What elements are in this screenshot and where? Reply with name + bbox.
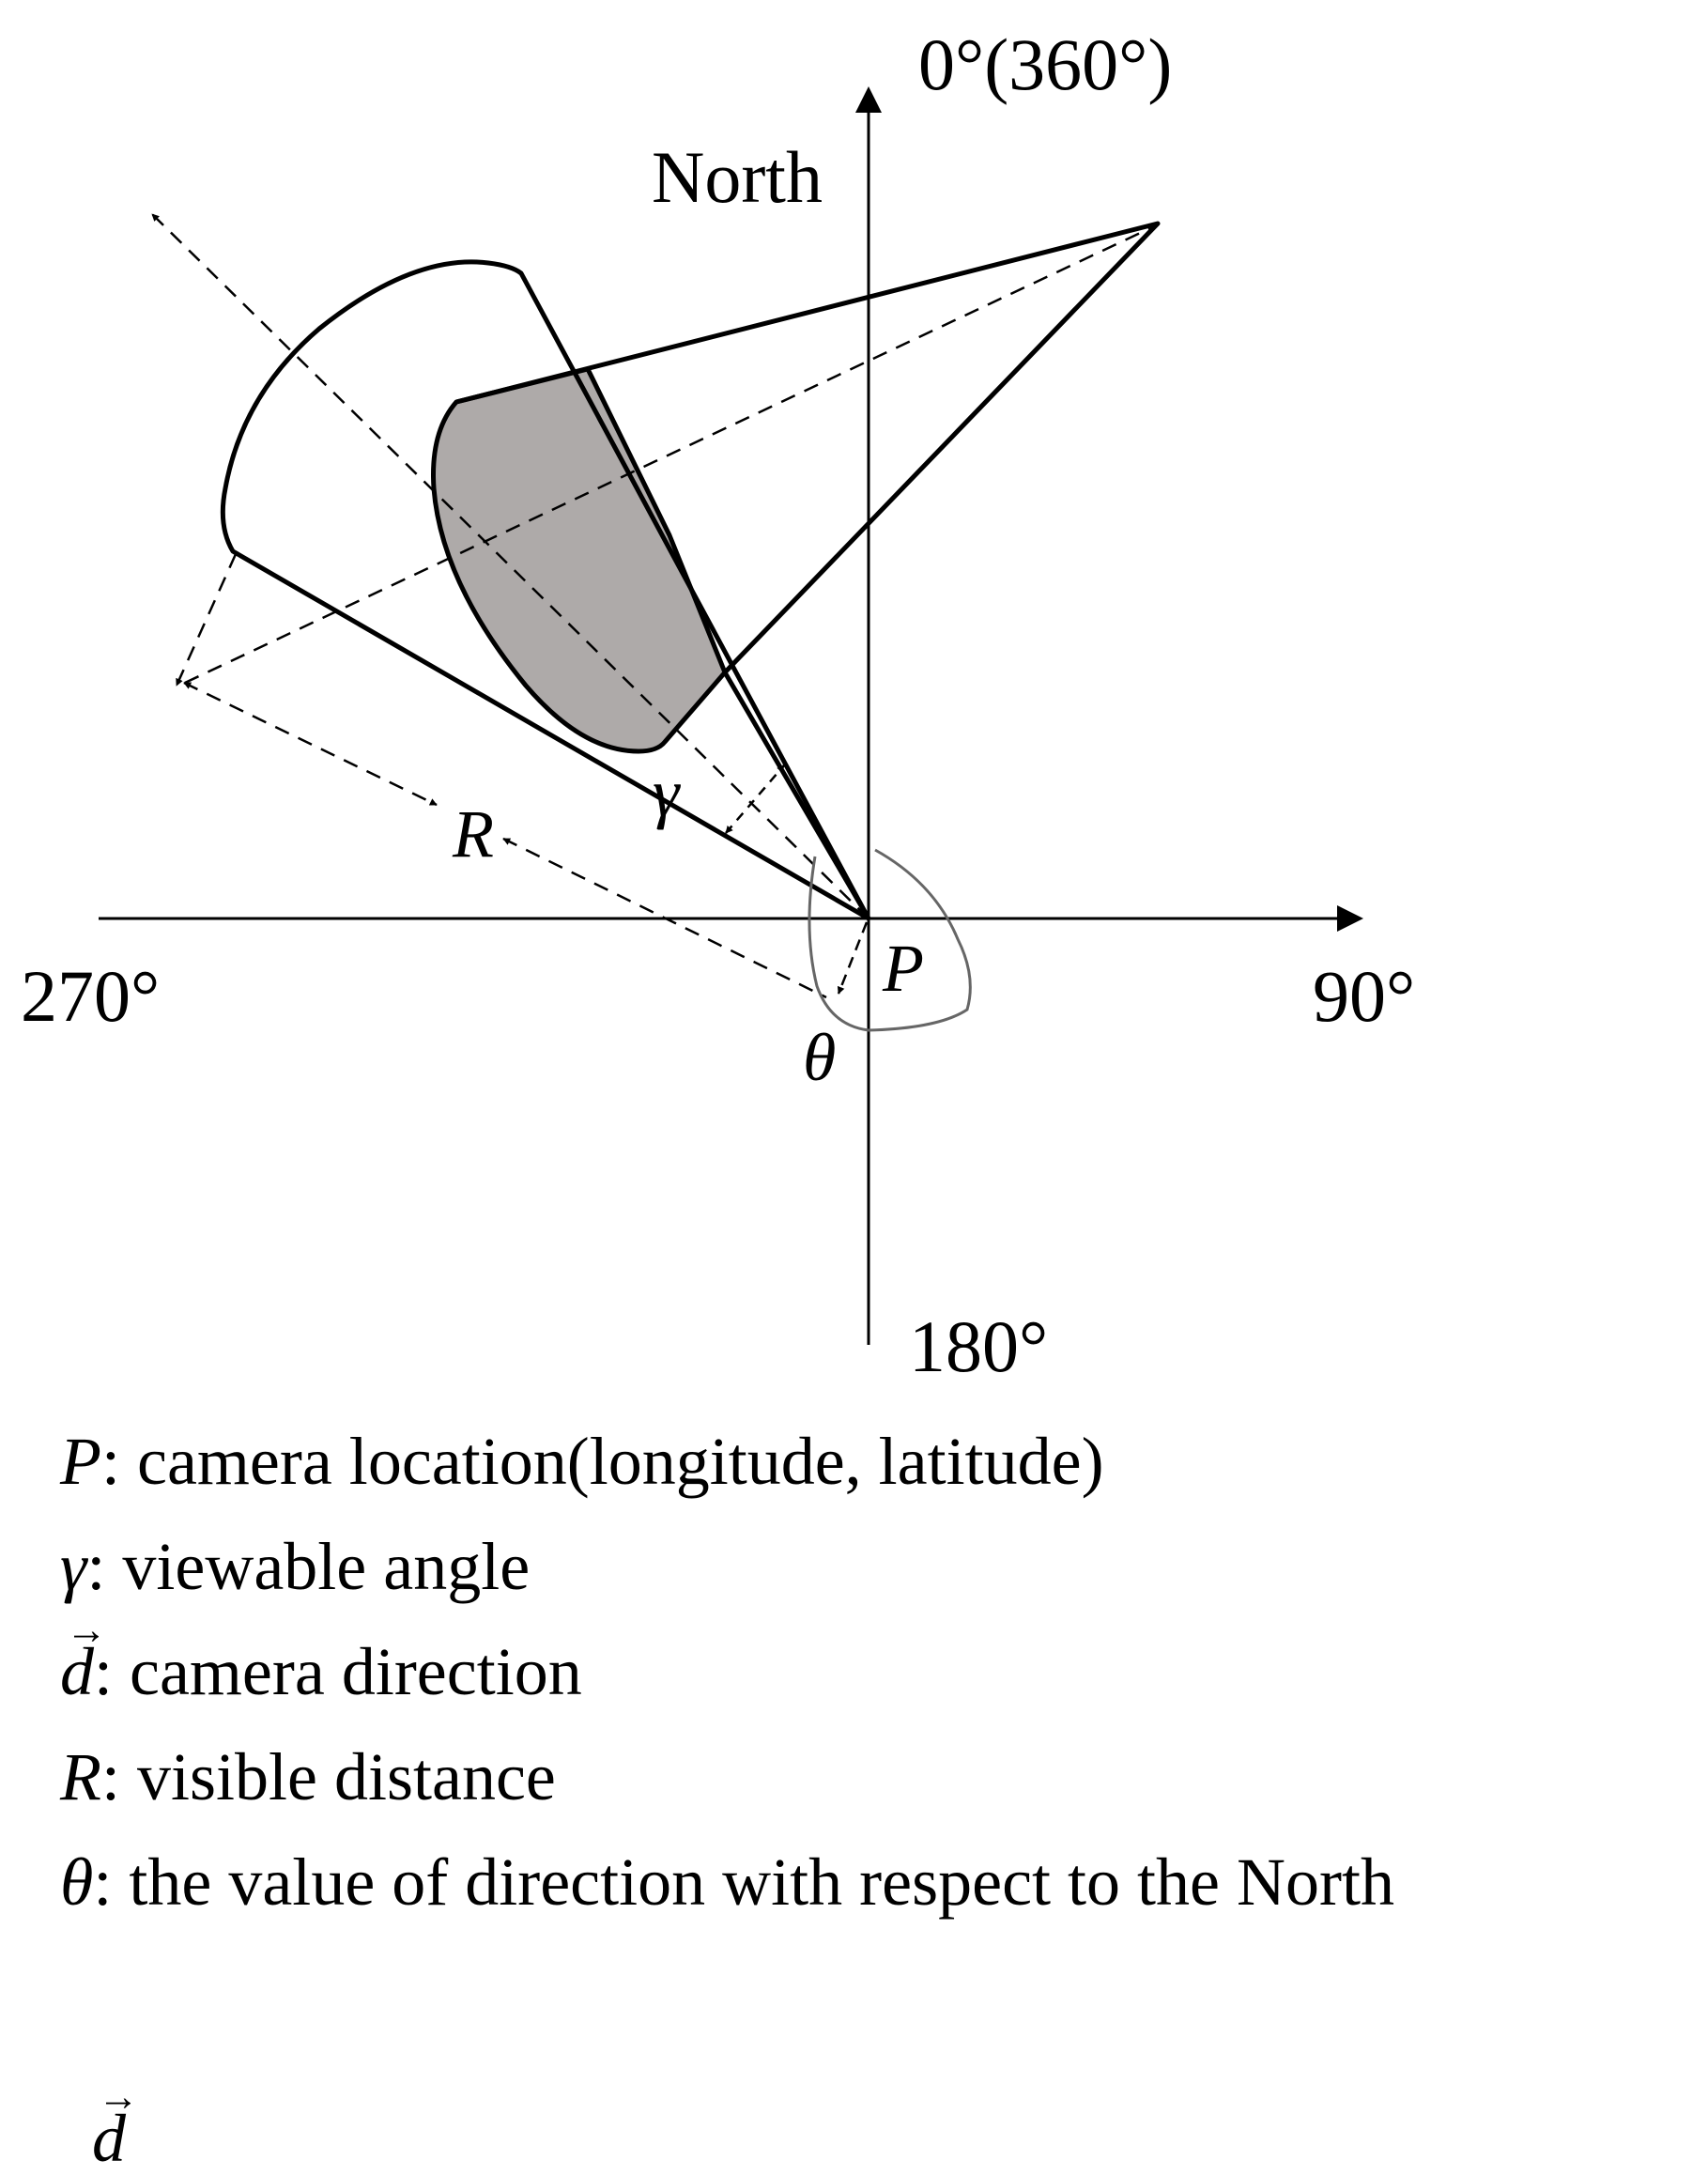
theta-arrow	[837, 921, 869, 995]
diagram-canvas	[99, 86, 1363, 1345]
axis-label-left: 270°	[21, 955, 161, 1037]
axis-label-bottom: 180°	[909, 1305, 1049, 1387]
direction-label: → d	[92, 2074, 139, 2176]
fov-fan-left	[220, 259, 871, 921]
distance-label: R	[453, 796, 494, 872]
gamma-measure	[725, 764, 785, 834]
r-measure-upper	[183, 681, 438, 807]
theta-label: θ	[803, 1020, 837, 1095]
theta-curve	[808, 848, 972, 1032]
vector-arrow-icon: →	[66, 1607, 107, 1653]
fan-edge-projection	[175, 553, 238, 687]
gamma-label: γ	[653, 755, 680, 830]
north-arrow-icon	[855, 86, 882, 113]
legend-item-location: P: camera location(longitude, latitude)	[60, 1424, 1104, 1499]
legend-item-theta: θ: the value of direction with respect t…	[60, 1844, 1394, 1920]
camera-fov-diagram: 0°(360°) North 90° 270° 180° → d γ R P θ…	[21, 23, 1416, 2173]
legend: P: camera location(longitude, latitude) …	[60, 1428, 1394, 1953]
legend-item-distance: R: visible distance	[60, 1739, 556, 1814]
right-fov-centerline	[184, 226, 1151, 685]
axis-label-top: 0°(360°)	[918, 23, 1173, 105]
location-label: P	[883, 931, 924, 1006]
east-arrow-icon	[1337, 905, 1363, 932]
overlap-region	[431, 366, 728, 754]
axis-label-north: North	[652, 136, 823, 218]
legend-item-direction: →d: camera direction	[60, 1607, 582, 1709]
vector-arrow-icon: →	[98, 2074, 139, 2120]
r-measure-lower	[502, 837, 827, 999]
legend-item-angle: γ: viewable angle	[60, 1529, 531, 1604]
axis-label-right: 90°	[1313, 955, 1416, 1037]
direction-vector	[151, 213, 869, 919]
